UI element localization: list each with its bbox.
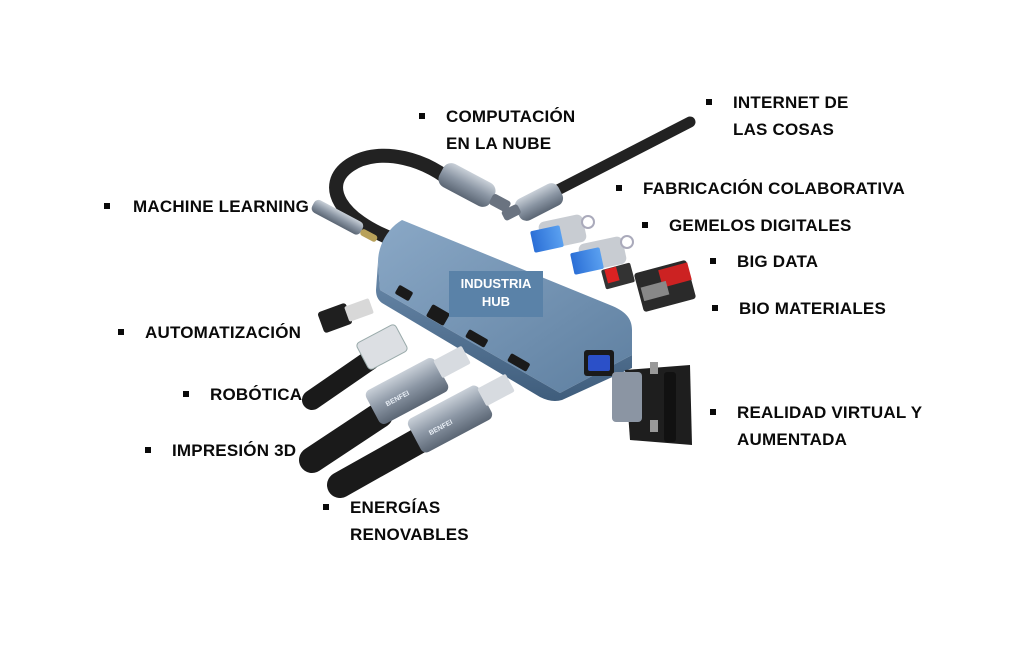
hdmi-cable-2: BENFEI xyxy=(327,374,515,498)
bullet-icon xyxy=(710,258,716,264)
audio-jack-plug xyxy=(311,199,378,242)
label-gemelos-text: GEMELOS DIGITALES xyxy=(669,216,852,235)
label-energias-line-1: ENERGÍAS xyxy=(350,498,441,517)
label-realidad: REALIDAD VIRTUAL Y AUMENTADA xyxy=(710,399,923,453)
label-realidad-line-1: REALIDAD VIRTUAL Y xyxy=(737,403,923,422)
ethernet-cable xyxy=(302,324,408,410)
label-machine-learning-text: MACHINE LEARNING xyxy=(133,197,310,216)
hdmi-cable-1: BENFEI xyxy=(299,346,471,473)
micro-sd-card xyxy=(601,262,635,290)
usb-receiver-dongle xyxy=(317,298,374,333)
label-energias-line-2: RENOVABLES xyxy=(350,525,469,544)
label-machine-learning: MACHINE LEARNING xyxy=(104,193,310,220)
vga-cable xyxy=(612,362,692,445)
bullet-icon xyxy=(706,99,712,105)
label-impresion-text: IMPRESIÓN 3D xyxy=(172,441,297,460)
bullet-icon xyxy=(183,391,189,397)
label-fabricacion-text: FABRICACIÓN COLABORATIVA xyxy=(643,179,905,198)
bullet-icon xyxy=(323,504,329,510)
label-computacion-line-1: COMPUTACIÓN xyxy=(446,107,576,126)
label-robotica-text: ROBÓTICA xyxy=(210,385,303,404)
label-computacion-line-2: EN LA NUBE xyxy=(446,134,552,153)
bullet-icon xyxy=(616,185,622,191)
label-computacion: COMPUTACIÓN EN LA NUBE xyxy=(419,103,576,157)
label-automatizacion: AUTOMATIZACIÓN xyxy=(118,319,302,346)
label-biomateriales-text: BIO MATERIALES xyxy=(739,299,886,318)
hub-label-line-2: HUB xyxy=(481,294,511,309)
label-robotica: ROBÓTICA xyxy=(183,381,303,408)
hub-label-line-1: INDUSTRIA xyxy=(460,276,532,291)
label-gemelos: GEMELOS DIGITALES xyxy=(642,212,852,239)
label-biomateriales: BIO MATERIALES xyxy=(712,295,886,322)
label-bigdata: BIG DATA xyxy=(710,248,819,275)
label-internet-line-2: LAS COSAS xyxy=(733,120,834,139)
bullet-icon xyxy=(145,447,151,453)
label-impresion: IMPRESIÓN 3D xyxy=(145,437,297,464)
usb-c-pd-cable xyxy=(501,116,696,221)
label-internet: INTERNET DE LAS COSAS xyxy=(706,89,849,143)
bullet-icon xyxy=(710,409,716,415)
label-automatizacion-text: AUTOMATIZACIÓN xyxy=(145,323,302,342)
sd-card xyxy=(634,260,696,312)
label-bigdata-text: BIG DATA xyxy=(737,252,819,271)
bullet-icon xyxy=(712,305,718,311)
label-fabricacion: FABRICACIÓN COLABORATIVA xyxy=(616,175,905,202)
bullet-icon xyxy=(118,329,124,335)
label-internet-line-1: INTERNET DE xyxy=(733,93,849,112)
hub-center-label: INDUSTRIA HUB xyxy=(449,271,543,317)
bullet-icon xyxy=(642,222,648,228)
bullet-icon xyxy=(104,203,110,209)
usb-c-input-cable xyxy=(329,148,511,247)
usb-flash-drive-1 xyxy=(530,214,595,253)
label-energias: ENERGÍAS RENOVABLES xyxy=(323,494,469,548)
label-realidad-line-2: AUMENTADA xyxy=(737,430,848,449)
usb-flash-drive-2 xyxy=(570,235,634,275)
bullet-icon xyxy=(419,113,425,119)
